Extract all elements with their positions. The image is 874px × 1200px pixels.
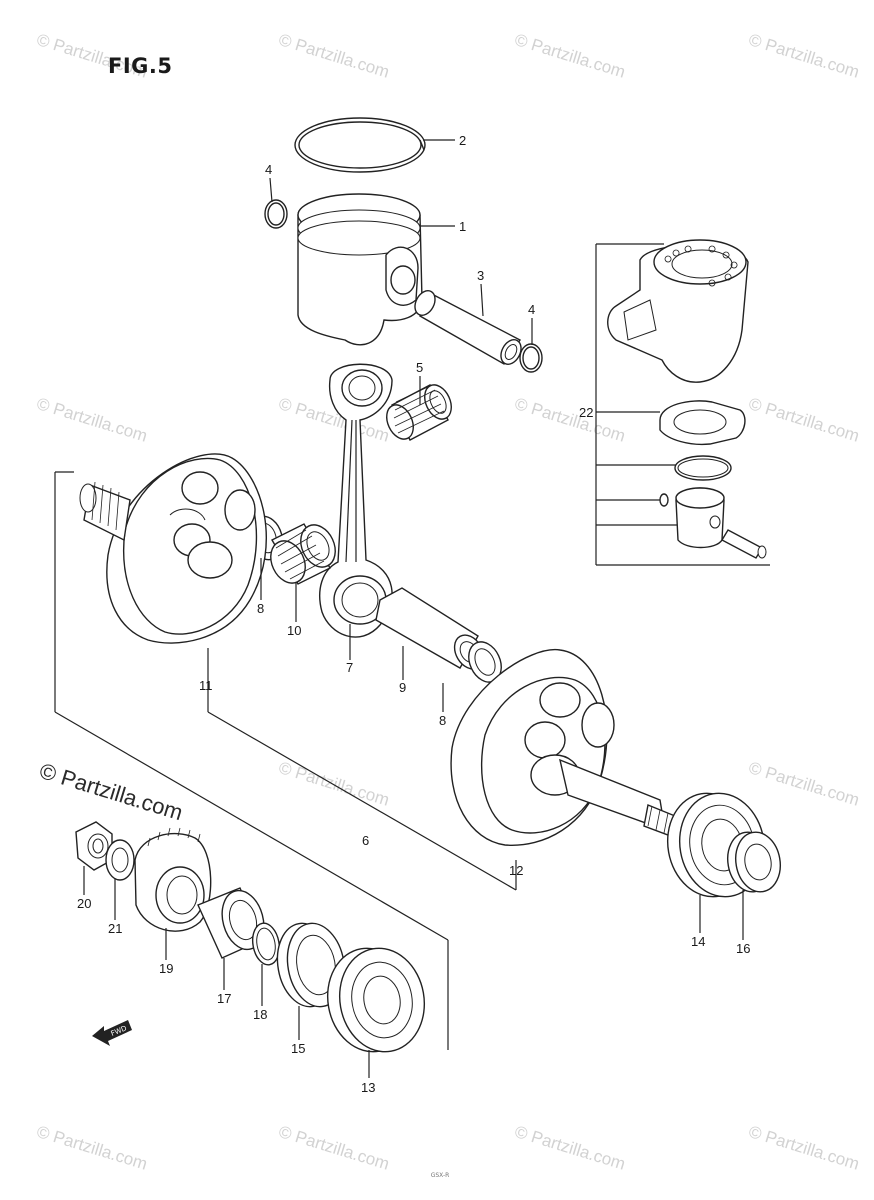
callout-7: 7 xyxy=(346,660,353,675)
piston-icon[interactable] xyxy=(297,193,423,346)
callout-9: 9 xyxy=(399,680,406,695)
callout-4: 4 xyxy=(265,162,272,177)
leader-lines xyxy=(83,139,744,1078)
cylinder-kit-inset[interactable] xyxy=(595,239,770,566)
piston-pin-icon[interactable] xyxy=(411,287,525,367)
piston-pin-icon xyxy=(721,529,767,559)
oil-seal-icon[interactable] xyxy=(723,829,785,896)
o-ring-icon[interactable] xyxy=(250,921,283,967)
circlip-icon[interactable] xyxy=(264,199,288,229)
gear-icon[interactable] xyxy=(134,827,212,932)
assembly-bracket xyxy=(54,471,517,1050)
crank-half-icon[interactable] xyxy=(79,453,268,644)
callout-19: 19 xyxy=(159,961,173,976)
bearing-icon[interactable] xyxy=(320,941,433,1058)
crank-half-icon[interactable] xyxy=(450,648,681,846)
callout-16: 16 xyxy=(736,941,750,956)
callout-10: 10 xyxy=(287,623,301,638)
callout-labels: 2 1 4 3 4 5 8 10 7 9 8 11 6 12 22 14 16 … xyxy=(77,133,750,1095)
callout-5: 5 xyxy=(416,360,423,375)
callout-2: 2 xyxy=(459,133,466,148)
callout-12: 12 xyxy=(509,863,523,878)
figure-title: FIG.5 xyxy=(108,54,173,78)
callout-17: 17 xyxy=(217,991,231,1006)
circlip-icon[interactable] xyxy=(519,343,543,373)
connecting-rod-icon[interactable] xyxy=(319,363,393,638)
callout-21: 21 xyxy=(108,921,122,936)
gasket-icon xyxy=(659,400,746,446)
circlip-icon xyxy=(659,493,669,507)
piston-ring-icon xyxy=(674,455,732,481)
callout-1: 1 xyxy=(459,219,466,234)
callout-6: 6 xyxy=(362,833,369,848)
needle-bearing-icon[interactable] xyxy=(382,381,457,444)
footer-text: GSX-R xyxy=(430,1172,450,1179)
callout-18: 18 xyxy=(253,1007,267,1022)
callout-8: 8 xyxy=(257,601,264,616)
callout-11: 11 xyxy=(199,678,213,693)
piston-ring-icon[interactable] xyxy=(294,117,426,173)
callout-15: 15 xyxy=(291,1041,305,1056)
callout-22: 22 xyxy=(579,405,593,420)
callout-8: 8 xyxy=(439,713,446,728)
callout-14: 14 xyxy=(691,934,705,949)
callout-20: 20 xyxy=(77,896,91,911)
washer-icon[interactable] xyxy=(105,839,135,881)
cylinder-icon xyxy=(607,239,749,383)
callout-4: 4 xyxy=(528,302,535,317)
oil-seal-icon[interactable] xyxy=(271,919,351,1011)
callout-3: 3 xyxy=(477,268,484,283)
nut-icon[interactable] xyxy=(75,821,113,871)
needle-bearing-icon[interactable] xyxy=(264,519,342,588)
forward-arrow-icon: FWD xyxy=(92,1020,132,1046)
piston-icon xyxy=(675,487,725,549)
callout-13: 13 xyxy=(361,1080,375,1095)
